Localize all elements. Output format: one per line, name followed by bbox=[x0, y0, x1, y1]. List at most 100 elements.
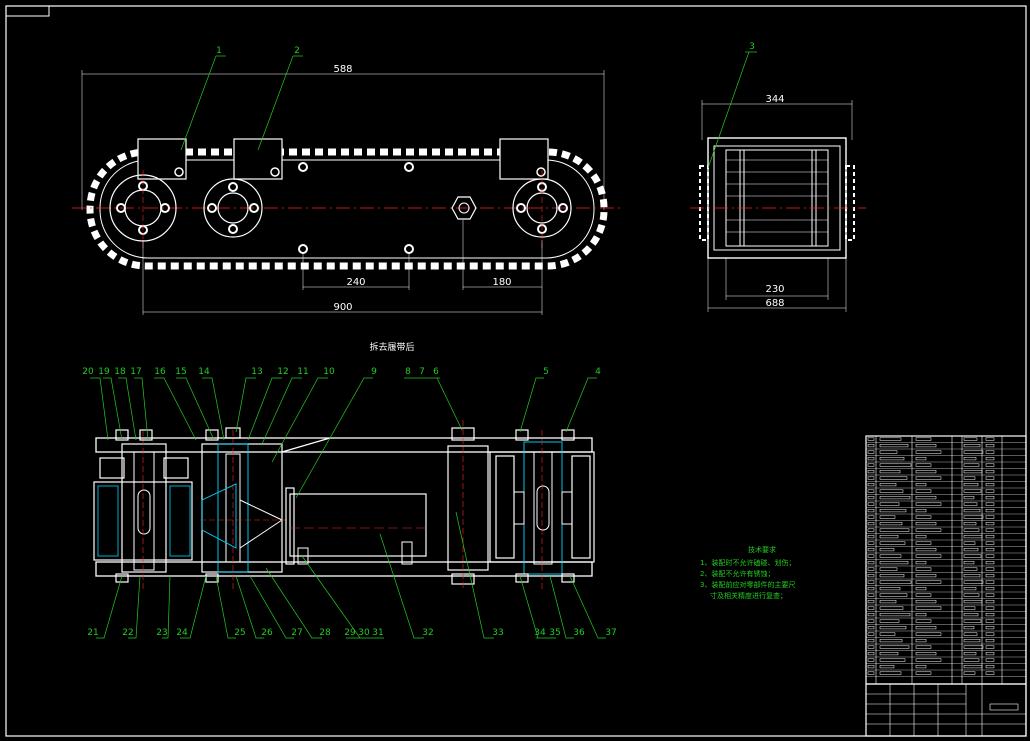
bom-cell-mark bbox=[915, 606, 942, 610]
bom-cell-mark bbox=[963, 554, 982, 558]
bom-cell-mark bbox=[915, 509, 927, 513]
bom-cell-mark bbox=[985, 444, 995, 448]
bom-cell-mark bbox=[867, 437, 875, 441]
bom-cell-mark bbox=[963, 450, 984, 454]
bom-cell-mark bbox=[879, 444, 909, 448]
bom-cell-mark bbox=[879, 619, 900, 623]
part-label-13: 13 bbox=[251, 367, 262, 377]
bom-cell-mark bbox=[915, 561, 927, 565]
track-inner bbox=[99, 159, 595, 259]
bom-cell-mark bbox=[985, 483, 995, 487]
idler-wheel-right bbox=[512, 170, 572, 250]
bom-cell-mark bbox=[963, 444, 981, 448]
bom-cell-mark bbox=[985, 580, 995, 584]
bom-cell-mark bbox=[963, 548, 979, 552]
bom-cell-mark bbox=[985, 437, 995, 441]
bom-cell-mark bbox=[915, 619, 932, 623]
part-label-27: 27 bbox=[291, 628, 302, 638]
bom-cell-mark bbox=[879, 457, 905, 461]
bom-cell-mark bbox=[915, 470, 937, 474]
part-label-29: 29 bbox=[344, 628, 356, 638]
bom-cell-mark bbox=[867, 652, 875, 656]
bom-cell-mark bbox=[985, 619, 995, 623]
bom-cell-mark bbox=[985, 554, 995, 558]
bom-cell-mark bbox=[985, 496, 995, 500]
bom-cell-mark bbox=[915, 496, 937, 500]
bom-cell-mark bbox=[867, 593, 875, 597]
bom-cell-mark bbox=[879, 535, 899, 539]
bom-cell-mark bbox=[915, 580, 942, 584]
part-label-22: 22 bbox=[122, 628, 133, 638]
bom-cell-mark bbox=[985, 463, 995, 467]
bom-cell-mark bbox=[915, 535, 927, 539]
bom-cell-mark bbox=[879, 665, 895, 669]
bom-cell-mark bbox=[867, 489, 875, 493]
bom-cell-mark bbox=[879, 463, 912, 467]
bom-cell-mark bbox=[879, 554, 902, 558]
part-label-23: 23 bbox=[156, 628, 167, 638]
bom-cell-mark bbox=[985, 528, 995, 532]
tensioner-hex-nut bbox=[451, 196, 477, 220]
bom-cell-mark bbox=[915, 515, 932, 519]
side-roller bbox=[725, 149, 829, 247]
bom-cell-mark bbox=[915, 639, 927, 643]
bom-cell-mark bbox=[985, 606, 995, 610]
bom-cell-mark bbox=[879, 522, 903, 526]
bom-cell-mark bbox=[879, 528, 910, 532]
part-label-4: 4 bbox=[595, 367, 601, 377]
part-label-15: 15 bbox=[175, 367, 186, 377]
side-view bbox=[690, 51, 866, 312]
bom-cell-mark bbox=[867, 658, 875, 662]
title-block bbox=[865, 683, 1027, 737]
bom-cell-mark bbox=[963, 619, 982, 623]
bom-cell-mark bbox=[963, 509, 981, 513]
dim-900: 900 bbox=[333, 302, 352, 313]
bom-cell-mark bbox=[915, 541, 932, 545]
bom-cell-mark bbox=[879, 541, 906, 545]
bom-cell-mark bbox=[963, 593, 980, 597]
bill-of-materials bbox=[865, 435, 1027, 685]
drive-motor bbox=[289, 493, 427, 557]
part-label-17: 17 bbox=[130, 367, 141, 377]
bom-cell-mark bbox=[963, 463, 980, 467]
part-label-33: 33 bbox=[492, 628, 503, 638]
bom-cell-mark bbox=[879, 600, 897, 604]
bom-cell-mark bbox=[867, 665, 875, 669]
bom-cell-mark bbox=[915, 658, 942, 662]
bom-cell-mark bbox=[963, 541, 976, 545]
bom-cell-mark bbox=[867, 457, 875, 461]
part-label-18: 18 bbox=[114, 367, 126, 377]
dim-588: 588 bbox=[333, 64, 352, 75]
bom-cell-mark bbox=[879, 645, 910, 649]
bom-cell-mark bbox=[915, 476, 942, 480]
section-leaders-top bbox=[90, 377, 597, 499]
bom-cell-mark bbox=[867, 600, 875, 604]
part-labels-section-top: 20 19 18 17 16 15 14 13 12 11 10 9 8 7 6… bbox=[82, 367, 601, 377]
part-label-1: 1 bbox=[216, 46, 222, 56]
bom-cell-mark bbox=[963, 476, 976, 480]
bom-cell-mark bbox=[867, 463, 875, 467]
bom-cell-mark bbox=[867, 541, 875, 545]
bom-cell-mark bbox=[963, 522, 977, 526]
bom-cell-mark bbox=[915, 645, 932, 649]
bom-cell-mark bbox=[867, 502, 875, 506]
bom-cell-mark bbox=[985, 450, 995, 454]
bom-cell-mark bbox=[879, 502, 900, 506]
part-label-32: 32 bbox=[422, 628, 433, 638]
bom-cell-mark bbox=[985, 626, 995, 630]
bom-cell-mark bbox=[879, 652, 899, 656]
bom-cell-mark bbox=[915, 567, 932, 571]
bom-cell-mark bbox=[915, 450, 942, 454]
bom-cell-mark bbox=[963, 457, 977, 461]
bom-cell-mark bbox=[915, 665, 927, 669]
bom-cell-mark bbox=[879, 470, 901, 474]
bom-cell-mark bbox=[879, 496, 911, 500]
part-label-3: 3 bbox=[749, 42, 755, 52]
bom-cell-mark bbox=[915, 593, 932, 597]
bom-cell-mark bbox=[915, 613, 927, 617]
corner-tab bbox=[5, 5, 50, 17]
part-label-11: 11 bbox=[297, 367, 308, 377]
bom-cell-mark bbox=[867, 483, 875, 487]
bom-cell-mark bbox=[879, 489, 904, 493]
